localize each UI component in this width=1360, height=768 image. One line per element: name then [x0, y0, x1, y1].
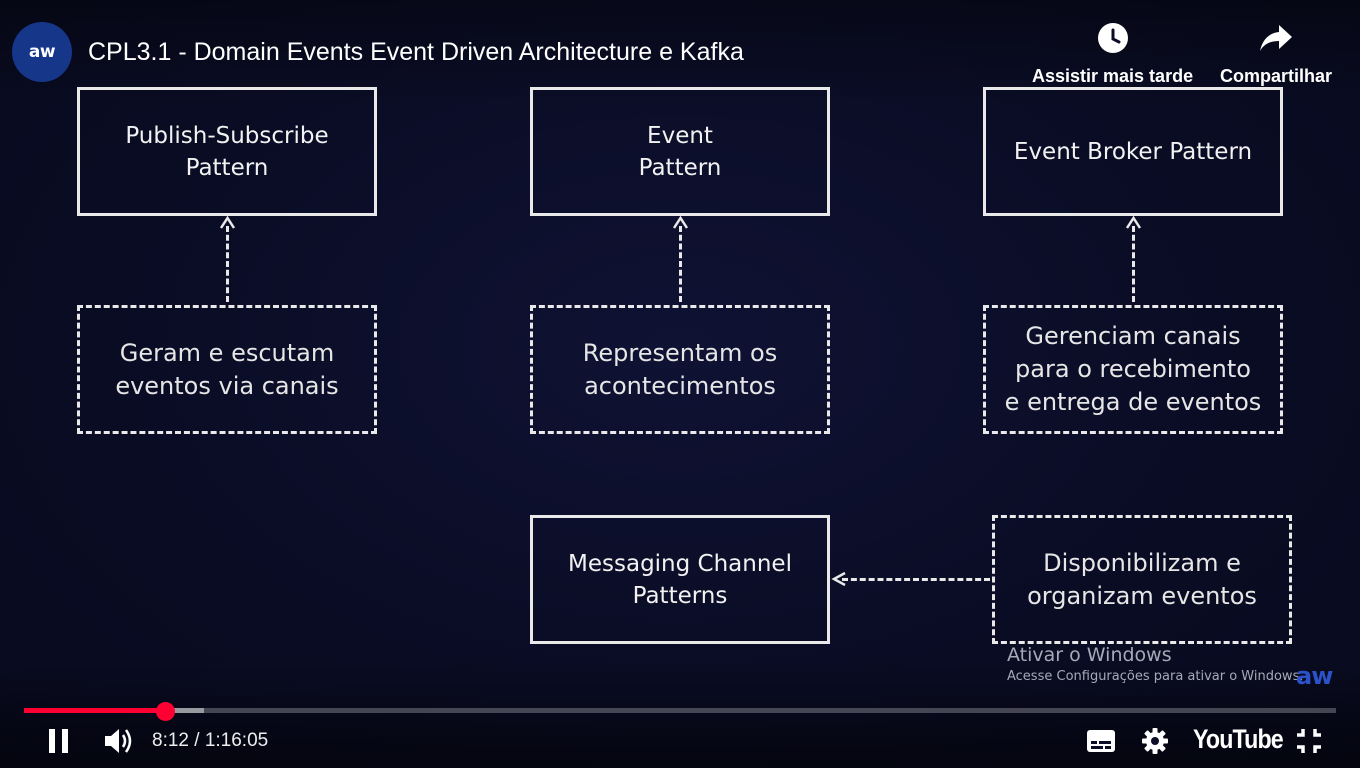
- connector-line: [679, 226, 682, 302]
- pattern-description: Geram e escutam eventos via canais: [115, 338, 339, 400]
- volume-icon: [105, 729, 132, 753]
- connector-line: [1132, 226, 1135, 302]
- arrowhead-up-icon: [219, 216, 236, 229]
- description-box-publish-subscribe: Geram e escutam eventos via canais: [77, 305, 377, 434]
- exit-fullscreen-button[interactable]: [1292, 722, 1326, 760]
- pause-icon: [49, 729, 68, 753]
- volume-button[interactable]: [102, 722, 136, 760]
- video-title[interactable]: CPL3.1 - Domain Events Event Driven Arch…: [88, 38, 744, 66]
- share-arrow-icon: [1259, 18, 1293, 58]
- youtube-logo[interactable]: YouTube: [1193, 724, 1284, 754]
- scrubber-handle[interactable]: [156, 702, 176, 721]
- exit-fullscreen-icon: [1297, 729, 1321, 753]
- subtitles-button[interactable]: [1084, 722, 1118, 760]
- watch-later-button[interactable]: Assistir mais tarde: [1032, 18, 1193, 87]
- arrowhead-up-icon: [1125, 216, 1142, 229]
- channel-avatar[interactable]: aw: [12, 22, 72, 82]
- subtitles-icon: [1087, 730, 1115, 752]
- settings-gear-icon: [1142, 728, 1168, 754]
- description-box-event-broker: Gerenciam canais para o recebimento e en…: [983, 305, 1283, 434]
- pattern-title: Event Pattern: [638, 122, 722, 181]
- watch-later-label: Assistir mais tarde: [1032, 66, 1194, 86]
- windows-activation-text: Acesse Configurações para ativar o Windo…: [1007, 669, 1304, 684]
- pattern-description: Disponibilizam e organizam eventos: [1027, 548, 1257, 610]
- pattern-description: Representam os acontecimentos: [582, 338, 778, 400]
- pattern-title: Event Broker Pattern: [1013, 138, 1253, 165]
- connector-line: [226, 226, 229, 302]
- share-label: Compartilhar: [1220, 66, 1333, 86]
- description-box-messaging-channel: Disponibilizam e organizam eventos: [992, 515, 1292, 644]
- share-button[interactable]: Compartilhar: [1220, 18, 1332, 87]
- windows-activation-title: Ativar o Windows: [1007, 644, 1172, 666]
- pattern-box-publish-subscribe: Publish-Subscribe Pattern: [77, 87, 377, 216]
- played-bar: [24, 708, 166, 713]
- clock-icon: [1097, 18, 1129, 58]
- arrowhead-left-icon: [831, 571, 846, 587]
- pattern-description: Gerenciam canais para o recebimento e en…: [1004, 322, 1262, 416]
- description-box-event: Representam os acontecimentos: [530, 305, 830, 434]
- arrowhead-up-icon: [672, 216, 689, 229]
- pause-button[interactable]: [44, 722, 74, 760]
- connector-line: [842, 578, 990, 581]
- pattern-title: Publish-Subscribe Pattern: [125, 122, 329, 181]
- top-gradient: [0, 0, 1360, 110]
- progress-bar[interactable]: [24, 708, 1336, 713]
- pattern-box-event-broker: Event Broker Pattern: [983, 87, 1283, 216]
- pattern-box-event: Event Pattern: [530, 87, 830, 216]
- time-display: 8:12 / 1:16:05: [152, 730, 269, 751]
- settings-button[interactable]: [1138, 722, 1172, 760]
- pattern-box-messaging-channel: Messaging Channel Patterns: [530, 515, 830, 644]
- brand-watermark: aw: [1296, 662, 1333, 690]
- pattern-title: Messaging Channel Patterns: [568, 550, 792, 609]
- bottom-gradient: [0, 658, 1360, 768]
